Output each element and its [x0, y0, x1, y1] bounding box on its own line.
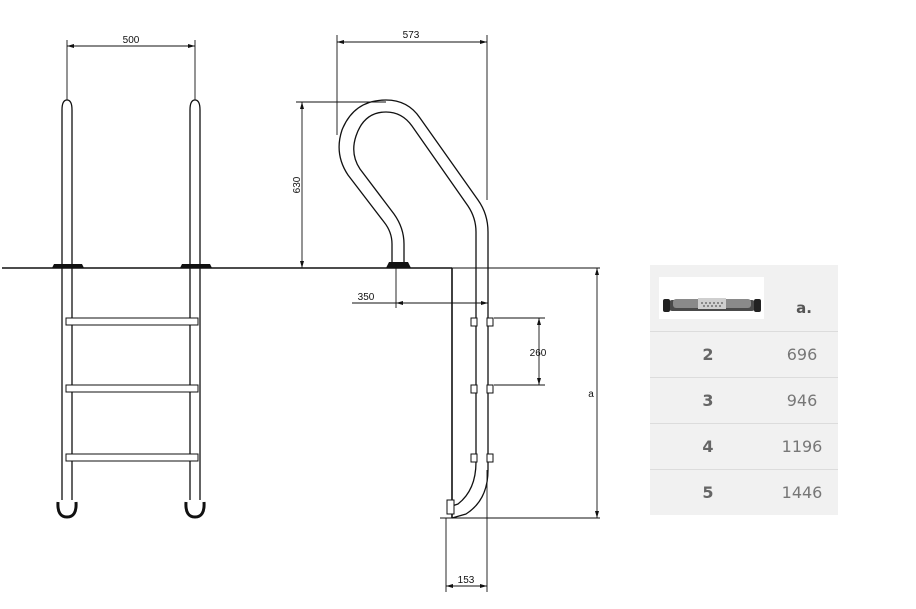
steps-dimension-table: a. 2 696 3 946 4 1196 5 1446 [650, 265, 838, 515]
dim-step-spacing: 260 [530, 348, 547, 359]
cell-a-value: 696 [786, 345, 818, 364]
cell-steps: 4 [702, 437, 714, 456]
deck-line [2, 267, 600, 519]
front-view-ladder [52, 40, 212, 519]
dim-wall-offset: 350 [358, 292, 375, 303]
dim-bottom-offset: 153 [458, 575, 475, 586]
cell-a-value: 946 [786, 391, 818, 410]
dim-handrail-height: 630 [292, 176, 303, 193]
side-view-ladder [296, 35, 599, 592]
cell-a-value: 1446 [781, 483, 823, 502]
column-header-a: a. [796, 299, 812, 317]
cell-a-value: 1196 [781, 437, 823, 456]
table-row: 2 696 [650, 331, 838, 377]
cell-steps: 3 [702, 391, 714, 410]
right-foot [184, 501, 206, 519]
step-tread-image [659, 277, 764, 319]
cell-steps: 2 [702, 345, 714, 364]
table-row: 3 946 [650, 377, 838, 423]
dim-top-width: 500 [123, 35, 140, 46]
dim-depth: a [588, 389, 594, 400]
table-row: 5 1446 [650, 469, 838, 515]
tread-1 [65, 317, 199, 326]
tread-2 [65, 384, 199, 393]
table-row: 4 1196 [650, 423, 838, 469]
cell-steps: 5 [702, 483, 714, 502]
dim-handrail-width: 573 [403, 30, 420, 41]
left-foot [56, 501, 78, 519]
table-header: a. [650, 265, 838, 331]
tread-3 [65, 453, 199, 462]
